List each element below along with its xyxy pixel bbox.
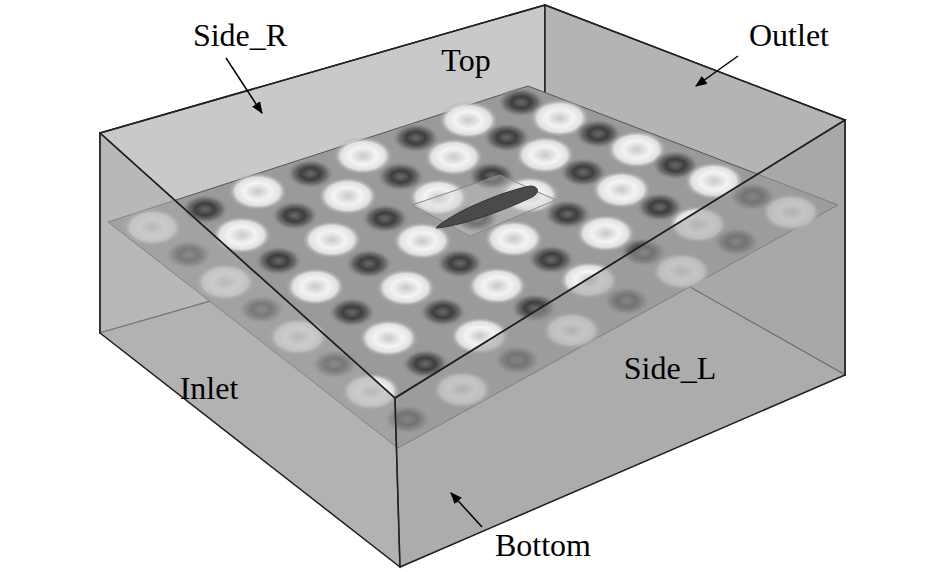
wave-spot bbox=[285, 268, 345, 306]
face-label: Top bbox=[441, 42, 490, 79]
top-edges bbox=[100, 5, 845, 398]
ship-hull bbox=[436, 186, 538, 228]
face-label: Side_R bbox=[193, 17, 287, 54]
wave-spot bbox=[359, 319, 419, 357]
leader-arrow bbox=[226, 58, 262, 113]
wave-spot bbox=[255, 246, 303, 276]
side-l-face bbox=[395, 120, 845, 567]
face-label: Inlet bbox=[180, 370, 239, 407]
face-label: Bottom bbox=[495, 527, 591, 564]
wave-spot bbox=[328, 297, 376, 327]
face-label: Outlet bbox=[749, 17, 829, 54]
face-label: Side_L bbox=[624, 350, 716, 387]
refinement-region bbox=[412, 175, 556, 236]
leader-arrow bbox=[696, 56, 738, 86]
leader-arrow bbox=[451, 493, 482, 527]
inlet-face bbox=[100, 133, 400, 567]
